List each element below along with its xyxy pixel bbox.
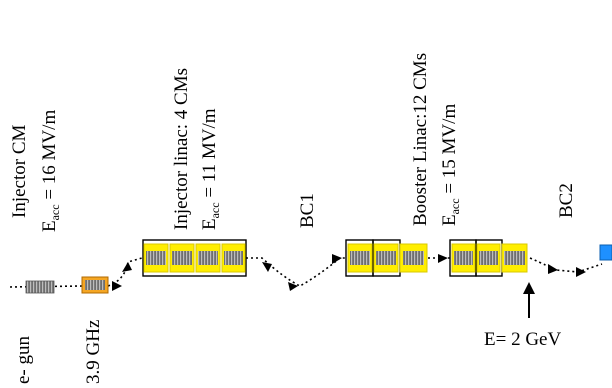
booster-linac-group-2 xyxy=(449,239,528,277)
arrowhead-icon xyxy=(112,281,122,291)
label-booster-linac: Booster Linac:12 CMs xyxy=(410,52,431,226)
label-e-gun: e- gun xyxy=(13,335,34,384)
label-energy: E= 2 GeV xyxy=(484,329,562,350)
label-injector-linac-eacc: Eacc = 11 MV/m xyxy=(199,108,222,230)
injector-linac-cryomodules xyxy=(143,243,246,273)
target-block-icon xyxy=(599,244,612,261)
arrow-up-icon xyxy=(523,282,535,318)
arrowhead-icon xyxy=(288,282,298,291)
arrowhead-icon xyxy=(262,262,272,272)
arrowhead-icon xyxy=(548,264,558,274)
injector-linac-outline xyxy=(142,239,247,277)
harmonic-cm-cavity xyxy=(85,280,105,290)
label-injector-cm: Injector CM xyxy=(9,124,30,218)
label-bc2: BC2 xyxy=(556,183,577,218)
gun-cavity xyxy=(25,280,55,294)
arrowhead-icon xyxy=(332,254,342,264)
beam-path-bc1 xyxy=(246,257,348,287)
label-booster-eacc: Eacc = 15 MV/m xyxy=(439,103,462,226)
arrowhead-icon xyxy=(576,267,586,277)
label-bc1: BC1 xyxy=(297,193,318,228)
label-freq: 3.9 GHz xyxy=(83,319,104,384)
beam-path-bc2 xyxy=(529,257,603,273)
label-injector-eacc: Eacc = 16 MV/m xyxy=(39,109,62,232)
arrowhead-icon xyxy=(438,254,448,263)
label-injector-linac: Injector linac: 4 CMs xyxy=(171,68,192,230)
booster-linac-group-1 xyxy=(345,239,428,277)
arrowhead-icon xyxy=(122,262,132,272)
